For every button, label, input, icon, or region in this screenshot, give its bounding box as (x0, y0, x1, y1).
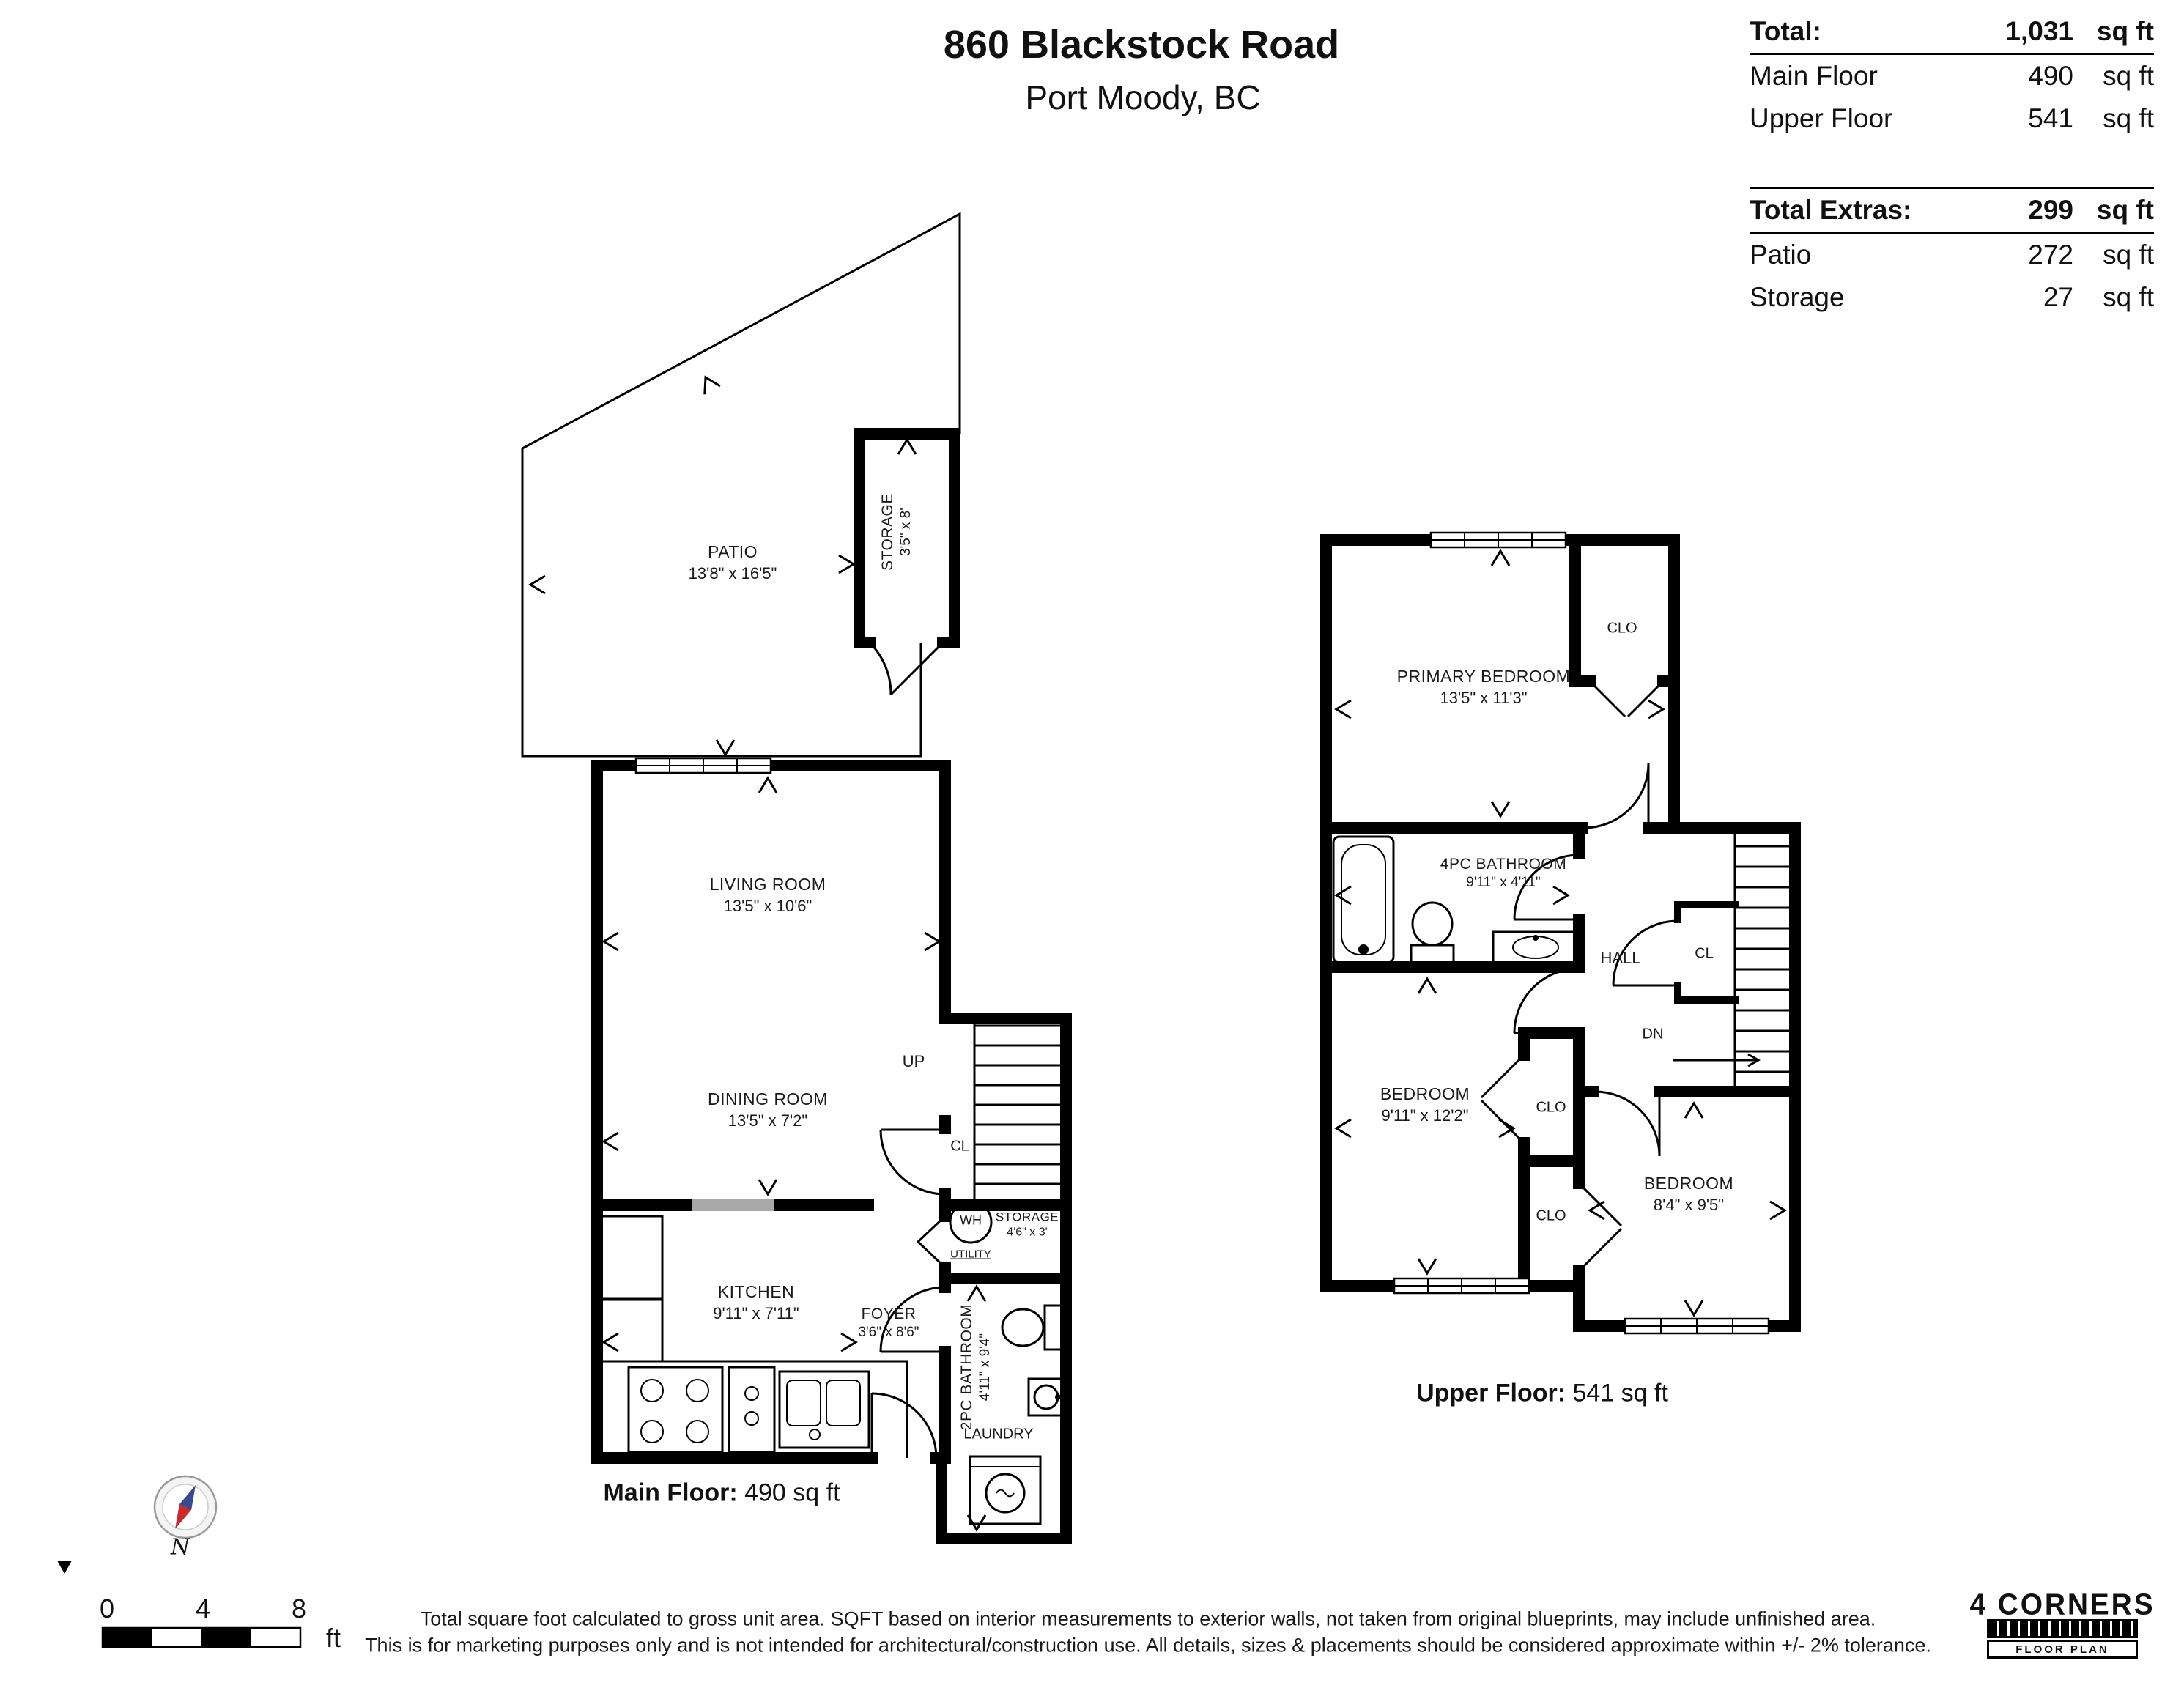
wh-label: WH (960, 1213, 982, 1228)
disclaimer-line-1: Total square foot calculated to gross un… (420, 1607, 1876, 1630)
scale-unit-label: ft (325, 1623, 341, 1653)
stove-icon (627, 1366, 724, 1454)
double-sink-icon (778, 1370, 870, 1449)
utility-bifold-door (916, 1215, 947, 1269)
kitchen-counter (597, 1215, 908, 1458)
vanity-sink-icon (1492, 930, 1580, 967)
toilet-icon-main (1001, 1304, 1065, 1351)
prep-sink-icon (728, 1366, 776, 1454)
divider (1750, 187, 2154, 189)
utility-storage-label: STORAGE 4'6" x 3' (995, 1210, 1059, 1239)
summary-main-floor-row: Main Floor 490 sq ft (1750, 61, 2154, 91)
divider (1750, 232, 2154, 234)
storage-door (868, 641, 944, 696)
washer-icon (969, 1455, 1042, 1525)
utility-label: UTILITY (950, 1248, 991, 1261)
summary-upper-floor-row: Upper Floor 541 sq ft (1750, 103, 2154, 133)
stairs-up (973, 1018, 1060, 1205)
hall-closet-door (1612, 919, 1678, 987)
stairs-down (1733, 828, 1789, 1092)
spacer (1750, 140, 2154, 187)
patio-label: PATIO 13'8" x 16'5" (688, 541, 777, 582)
water-heater-icon (949, 1200, 993, 1244)
closet-door (879, 1128, 946, 1196)
foyer-label: FOYER 3'6" x 8'6" (858, 1306, 919, 1341)
closet-label-primary: CLO (1607, 620, 1637, 637)
hall-label: HALL (1600, 949, 1641, 967)
summary-storage-row: Storage 27 sq ft (1750, 282, 2154, 312)
sink-icon-main (1027, 1377, 1065, 1417)
primary-bedroom-window (1429, 531, 1567, 549)
scale-tick-0: 0 (99, 1593, 115, 1624)
patio-outline (521, 212, 961, 758)
logo-subtitle: FLOOR PLAN (1987, 1640, 2138, 1659)
cl-label-main: CL (950, 1138, 969, 1155)
closet1-bifold (1480, 1054, 1525, 1144)
bedroom-right-door (1594, 1090, 1661, 1157)
living-room-label: LIVING ROOM 13'5" x 10'6" (709, 874, 826, 915)
cl-label-upper: CL (1695, 945, 1714, 962)
storage-label: STORAGE 3'5" x 8' (879, 493, 914, 571)
summary-total-row: Total: 1,031 sq ft (1750, 16, 2154, 46)
kitchen-label: KITCHEN 9'11" x 7'11" (713, 1281, 799, 1322)
living-room-window (634, 757, 772, 774)
primary-bedroom-label: PRIMARY BEDROOM 13'5" x 11'3" (1396, 666, 1571, 707)
storage-walls (854, 428, 960, 648)
bedroom-right-window (1624, 1317, 1770, 1335)
page-subtitle: Port Moody, BC (1025, 78, 1261, 116)
primary-closet-bifold (1588, 680, 1665, 718)
main-floor-caption: Main Floor: 490 sq ft (603, 1478, 840, 1507)
logo-ruler-icon (1987, 1619, 2138, 1638)
page-title: 860 Blackstock Road (943, 23, 1340, 67)
main-floor-plan (521, 212, 1072, 1544)
up-label: UP (902, 1052, 925, 1070)
divider (1750, 53, 2154, 55)
bathtub-icon (1332, 835, 1395, 964)
summary-patio-row: Patio 272 sq ft (1750, 240, 2154, 270)
scale-bar (101, 1626, 302, 1648)
toilet-icon-upper (1410, 901, 1455, 966)
upper-floor-caption: Upper Floor: 541 sq ft (1416, 1379, 1668, 1407)
bathroom-4pc-label: 4PC BATHROOM 9'11" x 4'11" (1440, 856, 1567, 891)
scale-tick-8: 8 (291, 1593, 307, 1624)
upper-floor-plan (1320, 531, 1801, 1335)
closet2-bifold (1577, 1182, 1623, 1273)
dining-room-label: DINING ROOM 13'5" x 7'2" (708, 1089, 828, 1130)
entry-door (870, 1392, 938, 1459)
main-unit-walls (591, 760, 1072, 1544)
bedroom-left-door (1513, 967, 1580, 1034)
scale-tick-4: 4 (195, 1593, 211, 1624)
main-interior-walls (591, 1115, 1072, 1464)
closet-label-1: CLO (1536, 1099, 1566, 1116)
bathroom-door-main (879, 1286, 946, 1353)
margin-marker-icon (57, 1561, 72, 1574)
area-summary-table: Total: 1,031 sq ft Main Floor 490 sq ft … (1750, 10, 2154, 319)
primary-bedroom-door (1583, 763, 1650, 829)
bedroom-left-window (1393, 1277, 1530, 1295)
compass-north-label: N (170, 1534, 190, 1561)
summary-extras-row: Total Extras: 299 sq ft (1750, 195, 2154, 225)
closet-label-2: CLO (1536, 1207, 1566, 1224)
laundry-label: LAUNDRY (963, 1426, 1034, 1443)
hall-closet-walls (1674, 901, 1739, 1004)
bathroom-2pc-label: 2PC BATHROOM 4'11" x 9'4" (958, 1303, 993, 1431)
dn-arrow (1673, 1053, 1761, 1067)
bathroom-door-upper (1513, 854, 1580, 921)
disclaimer-line-2: This is for marketing purposes only and … (365, 1634, 1931, 1656)
bedroom-left-label: BEDROOM 9'11" x 12'2" (1380, 1084, 1470, 1125)
pass-through-hatch (692, 1199, 774, 1211)
logo-name: 4 CORNERS (1969, 1587, 2155, 1621)
dn-label: DN (1642, 1026, 1664, 1043)
compass-icon (153, 1475, 218, 1539)
bedroom-right-label: BEDROOM 8'4" x 9'5" (1643, 1173, 1734, 1214)
